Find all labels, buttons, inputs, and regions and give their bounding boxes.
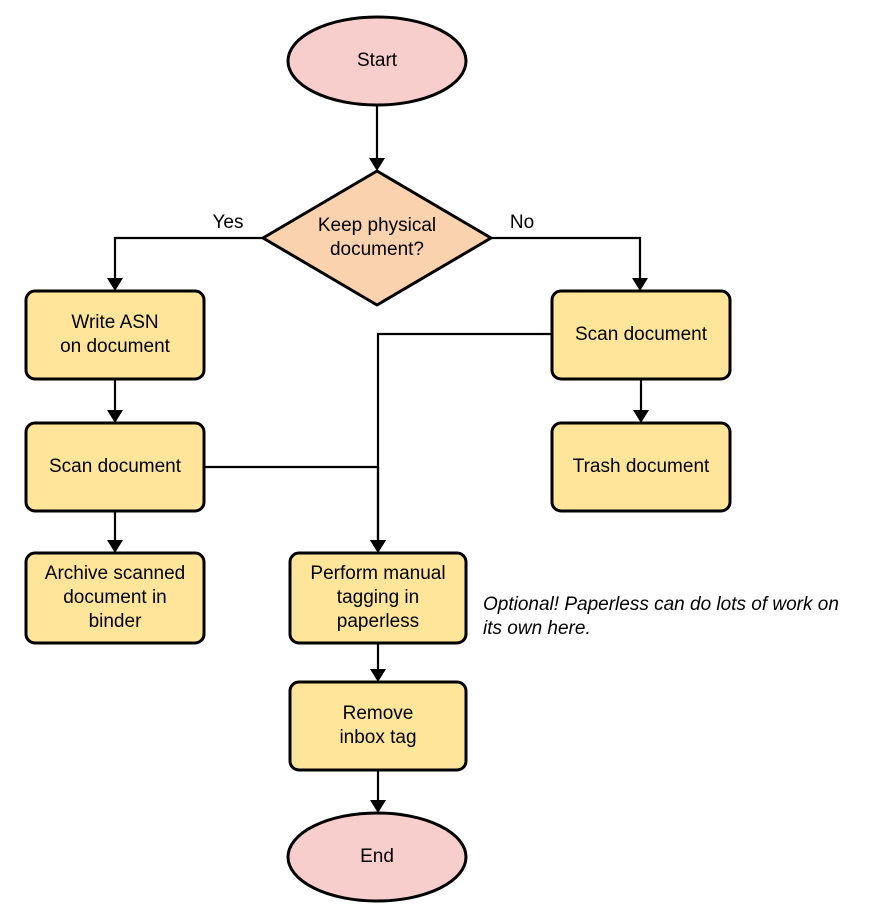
edge-scan-right-to-trash [633,379,649,423]
edge-line [491,236,642,283]
edge-labels-layer: Yes No [213,212,535,233]
ellipse-shape [286,15,468,107]
ellipse-shape [286,811,468,903]
rect-shape [288,680,468,772]
node-label: document? [330,239,424,260]
node-label: Write ASN [71,312,158,333]
node-label: Scan document [575,324,708,345]
node-label: Scan document [49,456,182,477]
node-label: Perform manual [310,563,445,584]
node-end[interactable]: End [286,811,468,903]
arrowhead-icon [633,410,649,423]
arrowhead-icon [107,410,123,423]
node-label: Remove [343,703,414,724]
arrowhead-icon [370,669,386,682]
rect-shape [550,289,732,381]
arrowhead-icon [107,278,123,291]
arrowhead-icon [370,800,386,813]
edge-line [204,465,380,545]
edge-decision-yes [107,236,263,291]
node-label: tagging in [337,587,419,608]
node-label: End [360,846,394,867]
node-write-asn[interactable]: Write ASN on document [24,289,206,381]
rect-shape [550,421,732,513]
edge-scan-left-to-tagging [204,465,386,553]
edge-decision-no [491,236,648,291]
node-remove-inbox[interactable]: Remove inbox tag [288,680,468,772]
annotation-optional-note: Optional! Paperless can do lots of work … [483,594,839,639]
node-scan-right[interactable]: Scan document [550,289,732,381]
edge-label-yes-label: Yes [213,212,244,233]
node-label: inbox tag [339,727,416,748]
arrowhead-icon [107,540,123,553]
node-label: Archive scanned [45,563,185,584]
node-label: Start [357,50,398,71]
node-decision[interactable]: Keep physical document? [261,169,493,307]
edge-scan-left-to-archive [107,511,123,553]
node-start[interactable]: Start [286,15,468,107]
annotations-layer: Optional! Paperless can do lots of work … [483,594,839,639]
node-label: binder [89,611,142,632]
rect-shape [24,421,206,513]
edge-start-to-decision [369,105,385,171]
edge-write-asn-to-scan [107,379,123,423]
arrowhead-icon [369,158,385,171]
node-trash[interactable]: Trash document [550,421,732,513]
edge-line [376,332,552,545]
edge-remove-to-end [370,770,386,813]
node-archive[interactable]: Archive scanned document in binder [24,551,206,645]
annotation-line: its own here. [483,618,591,639]
arrowhead-icon [632,278,648,291]
edges-layer [107,105,649,813]
annotation-line: Optional! Paperless can do lots of work … [483,594,839,615]
node-scan-left[interactable]: Scan document [24,421,206,513]
edge-label-no-label: No [510,212,534,233]
edge-line [113,236,263,283]
rect-shape [24,551,206,645]
node-label: Keep physical [318,215,436,236]
node-manual-tagging[interactable]: Perform manual tagging in paperless [288,551,468,645]
diamond-shape [261,169,493,307]
rect-shape [288,551,468,645]
node-label: document in [63,587,167,608]
edge-scan-right-to-tagging [370,332,552,553]
node-label: Trash document [573,456,710,477]
arrowhead-icon [370,540,386,553]
node-label: on document [60,336,171,357]
edge-tagging-to-remove [370,643,386,682]
node-label: paperless [337,611,419,632]
rect-shape [24,289,206,381]
